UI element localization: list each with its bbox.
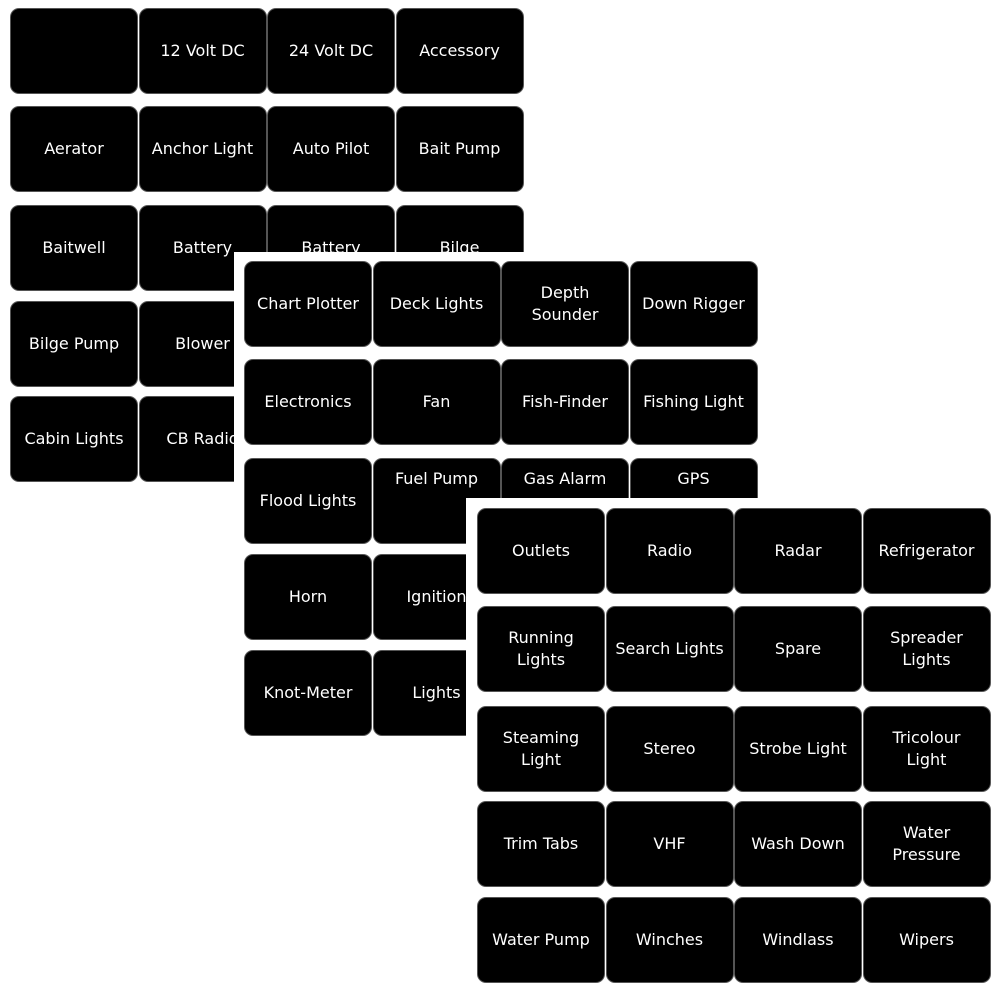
label-text: Windlass (762, 930, 834, 949)
label-text: Aerator (44, 139, 104, 158)
label-text: Chart Plotter (257, 294, 359, 313)
label-text: Cabin Lights (24, 429, 124, 448)
label-text: CB Radio (166, 429, 239, 448)
label-text: Search Lights (615, 639, 724, 658)
label-text: Accessory (419, 41, 500, 60)
label-text: Horn (288, 587, 328, 606)
label-text: Water Pressure (892, 823, 961, 864)
label-tile: 12 Volt DC (139, 9, 266, 93)
label-text: GPS (677, 469, 710, 488)
label-tile: Water Pressure (863, 802, 990, 886)
label-tile: Tricolour Light (863, 707, 990, 791)
label-tile: Anchor Light (139, 107, 266, 191)
label-text: 12 Volt DC (160, 41, 245, 60)
label-tile: Flood Lights (245, 459, 371, 543)
label-text: Down Rigger (642, 294, 745, 313)
label-tile: Horn (245, 555, 371, 639)
label-tile: Outlets (478, 509, 604, 593)
label-text: Strobe Light (749, 739, 847, 758)
label-tile: Cabin Lights (11, 397, 137, 481)
label-tile: Trim Tabs (478, 802, 604, 886)
label-text: Spreader Lights (890, 628, 963, 669)
label-text: Outlets (512, 541, 570, 560)
label-tile: Bait Pump (396, 107, 523, 191)
label-text: Running Lights (508, 628, 574, 669)
label-tile: Knot-Meter (245, 651, 371, 735)
label-tile: Baitwell (11, 206, 137, 290)
label-text: Blower (175, 334, 230, 353)
label-text: Fuel Pump (394, 469, 479, 488)
label-tile (11, 9, 137, 93)
label-text: Tricolour Light (892, 728, 961, 769)
label-tile: Spreader Lights (863, 607, 990, 691)
label-tile: Search Lights (606, 607, 733, 691)
label-text: Radar (774, 541, 822, 560)
label-tile: Chart Plotter (245, 262, 371, 346)
label-tile: 24 Volt DC (268, 9, 394, 93)
label-tile: Bilge Pump (11, 302, 137, 386)
label-tile: VHF (606, 802, 733, 886)
label-tile: Radar (735, 509, 861, 593)
label-tile: Refrigerator (863, 509, 990, 593)
label-tile: Deck Lights (373, 262, 500, 346)
label-text: Radio (647, 541, 692, 560)
label-text: Spare (774, 639, 822, 658)
label-text: Deck Lights (389, 294, 484, 313)
label-tile: Steaming Light (478, 707, 604, 791)
label-tile: Windlass (735, 898, 861, 982)
label-tile: Winches (606, 898, 733, 982)
label-text: Lights (412, 683, 461, 702)
label-tile: Strobe Light (735, 707, 861, 791)
label-text: Depth Sounder (531, 283, 599, 324)
label-tile: Wash Down (735, 802, 861, 886)
label-text: Refrigerator (878, 541, 975, 560)
label-tile: Aerator (11, 107, 137, 191)
label-tile: Fish-Finder (502, 360, 628, 444)
label-text: Wash Down (751, 834, 845, 853)
label-text: Wipers (899, 930, 954, 949)
label-text: Bilge Pump (28, 334, 120, 353)
label-text: Gas Alarm (523, 469, 607, 488)
label-tile: Accessory (396, 9, 523, 93)
label-text: Bait Pump (418, 139, 501, 158)
label-text: Knot-Meter (263, 683, 353, 702)
label-tile: Spare (735, 607, 861, 691)
label-text: Flood Lights (259, 491, 357, 510)
label-tile: Stereo (606, 707, 733, 791)
label-tile: Down Rigger (630, 262, 757, 346)
label-tile: Fan (373, 360, 500, 444)
label-tile: Depth Sounder (502, 262, 628, 346)
label-text: Fishing Light (643, 392, 744, 411)
label-text: Ignition (406, 587, 467, 606)
label-text: VHF (653, 834, 686, 853)
label-text: Trim Tabs (503, 834, 579, 853)
label-tile: Auto Pilot (268, 107, 394, 191)
label-tile: Water Pump (478, 898, 604, 982)
label-tile: Radio (606, 509, 733, 593)
label-text: Water Pump (492, 930, 590, 949)
label-tile: Electronics (245, 360, 371, 444)
label-text: Fish-Finder (522, 392, 608, 411)
label-text: Battery (172, 238, 233, 257)
label-text: Fan (422, 392, 451, 411)
label-text: Baitwell (42, 238, 106, 257)
label-text: Anchor Light (151, 139, 254, 158)
label-text: Electronics (264, 392, 352, 411)
label-tile: Fishing Light (630, 360, 757, 444)
label-text: Steaming Light (502, 728, 580, 769)
label-tile: Running Lights (478, 607, 604, 691)
label-text: Stereo (643, 739, 696, 758)
label-text: Auto Pilot (292, 139, 370, 158)
label-text: 24 Volt DC (288, 41, 374, 60)
label-text: Winches (635, 930, 704, 949)
label-tile: Wipers (863, 898, 990, 982)
